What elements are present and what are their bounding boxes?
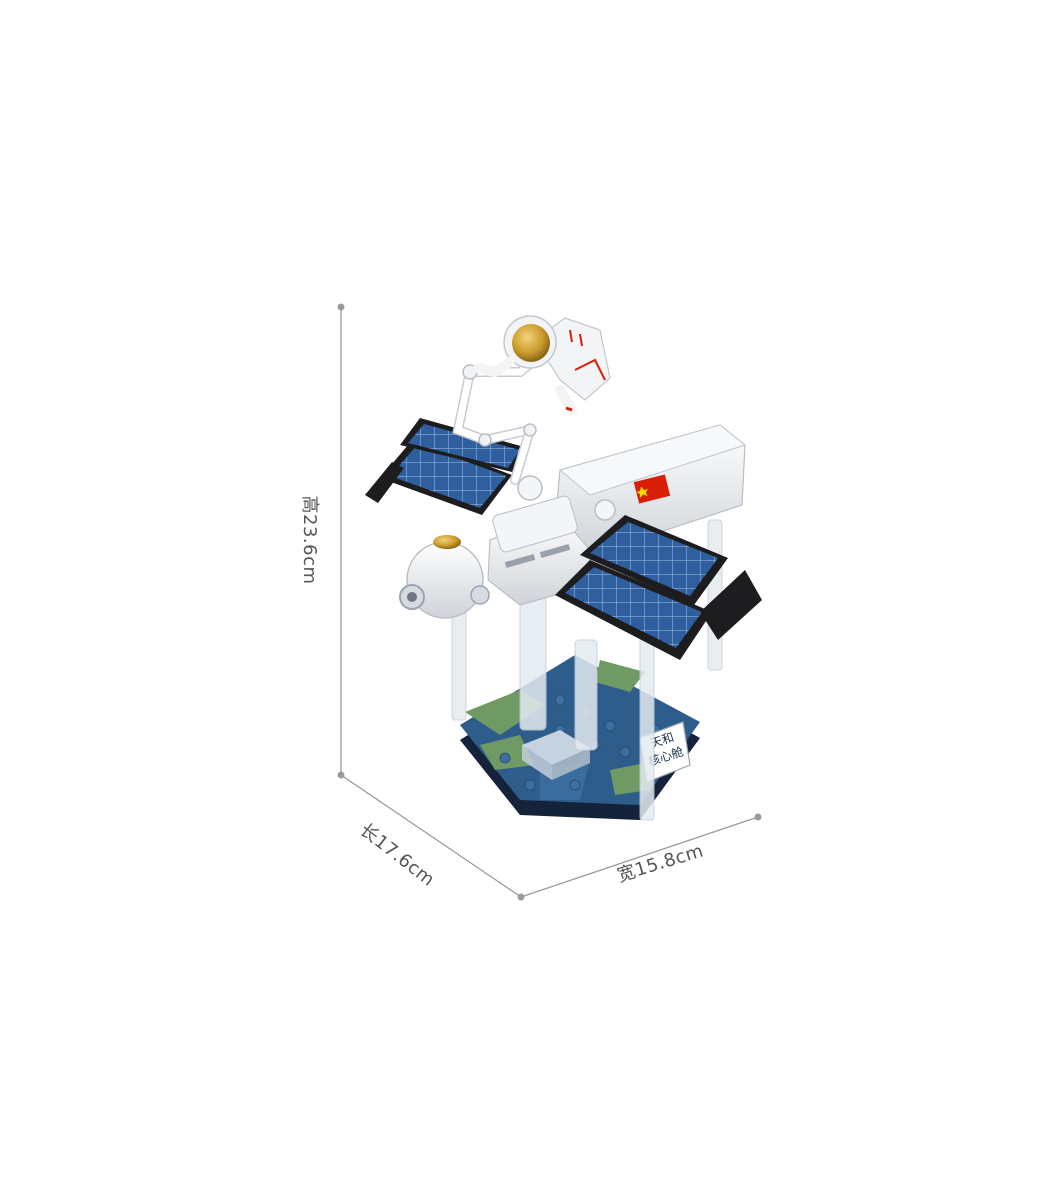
dimension-lines (337, 303, 762, 901)
china-flag-icon (633, 474, 671, 504)
astronaut-figure-icon (473, 315, 611, 415)
support-struts (451, 519, 723, 821)
length-dimension-line (340, 774, 522, 898)
core-module (399, 424, 747, 619)
left-solar-array (365, 418, 528, 515)
height-dimension-label: 高23.6cm (299, 495, 320, 585)
width-dimension-line (520, 816, 759, 898)
right-solar-array (555, 515, 762, 660)
